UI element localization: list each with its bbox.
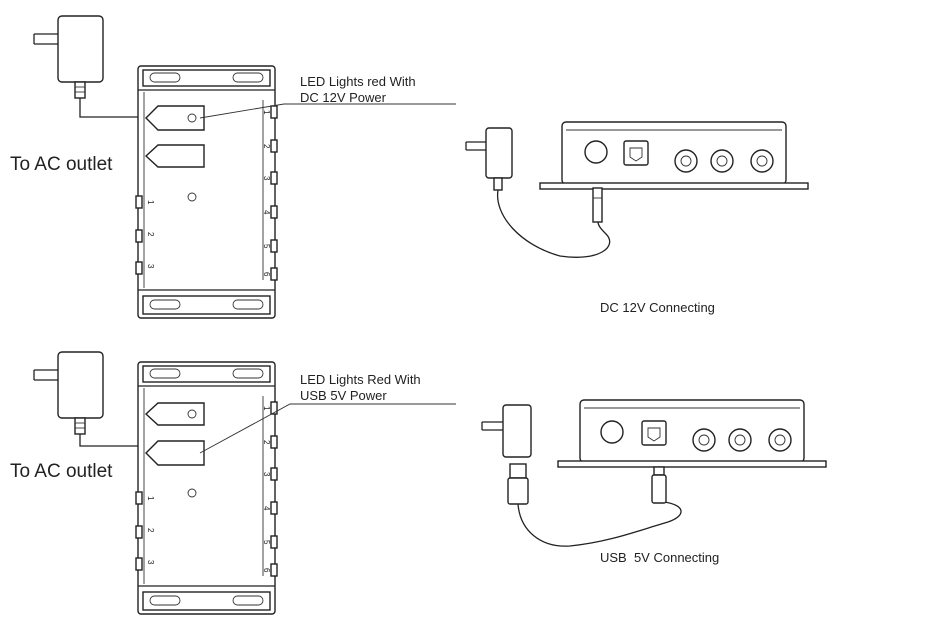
top-ac-adapter-icon <box>33 15 104 99</box>
top-led-label-line1: LED Lights red With <box>300 74 416 89</box>
bottom-audio-device <box>557 399 827 504</box>
bottom-rca-jack-2 <box>728 428 752 452</box>
top-port-number: 1 <box>262 110 271 115</box>
bottom-led-usb-indicator <box>145 440 205 466</box>
top-rca-jack-3 <box>750 149 774 173</box>
top-port-number: 1 <box>146 200 155 205</box>
bottom-usb-adapter-icon <box>481 404 532 505</box>
top-port-number: 4 <box>262 210 271 215</box>
bottom-port-number: 3 <box>146 560 155 565</box>
top-led-label-line2: DC 12V Power <box>300 90 387 105</box>
top-dc-input-jack <box>584 140 608 164</box>
bottom-usb-b-port <box>641 420 667 446</box>
top-rca-jack-2 <box>710 149 734 173</box>
top-rca-jack-1 <box>674 149 698 173</box>
top-led-callout-line <box>199 103 456 119</box>
top-section: To AC outlet <box>10 15 809 319</box>
top-port-number: 3 <box>146 264 155 269</box>
bottom-port-number: 6 <box>262 568 271 573</box>
bottom-port-number: 5 <box>262 540 271 545</box>
bottom-outlet-label: To AC outlet <box>10 461 113 482</box>
top-dc-adapter-icon <box>465 127 513 191</box>
top-dc-cable <box>496 189 611 258</box>
bottom-power-cable <box>79 434 140 447</box>
bottom-led-label-line1: LED Lights Red With <box>300 372 421 387</box>
bottom-connecting-label: USB 5V Connecting <box>600 550 719 565</box>
bottom-port-number: 3 <box>262 472 271 477</box>
top-connecting-label: DC 12V Connecting <box>600 300 715 315</box>
bottom-led-label-line2: USB 5V Power <box>300 388 387 403</box>
top-port-number: 3 <box>262 176 271 181</box>
top-port-number: 6 <box>262 272 271 277</box>
bottom-usb-cable <box>517 501 682 547</box>
bottom-led-callout-line <box>199 403 456 454</box>
bottom-dc-input-jack <box>600 420 624 444</box>
top-port-number: 5 <box>262 244 271 249</box>
bottom-port-number: 2 <box>262 440 271 445</box>
bottom-hub-device: 1 2 3 1 2 3 4 5 6 <box>135 361 278 615</box>
bottom-rca-jack-3 <box>768 428 792 452</box>
bottom-port-number: 4 <box>262 506 271 511</box>
top-port-number: 2 <box>262 144 271 149</box>
top-hub-device: 1 2 3 1 2 3 4 5 6 <box>135 65 278 319</box>
top-power-cable <box>79 98 140 118</box>
top-led-power-indicator <box>145 105 205 131</box>
bottom-led-power-indicator <box>144 402 205 426</box>
bottom-port-number: 1 <box>262 406 271 411</box>
bottom-ac-adapter-icon <box>33 351 104 435</box>
bottom-rca-jack-1 <box>692 428 716 452</box>
bottom-port-number: 2 <box>146 528 155 533</box>
bottom-port-number: 1 <box>146 496 155 501</box>
top-outlet-label: To AC outlet <box>10 154 113 175</box>
top-led-usb-indicator <box>144 144 205 168</box>
top-audio-device <box>539 121 809 223</box>
top-port-number: 2 <box>146 232 155 237</box>
bottom-section: To AC outlet 1 <box>10 351 827 615</box>
top-usb-b-port <box>623 140 649 166</box>
